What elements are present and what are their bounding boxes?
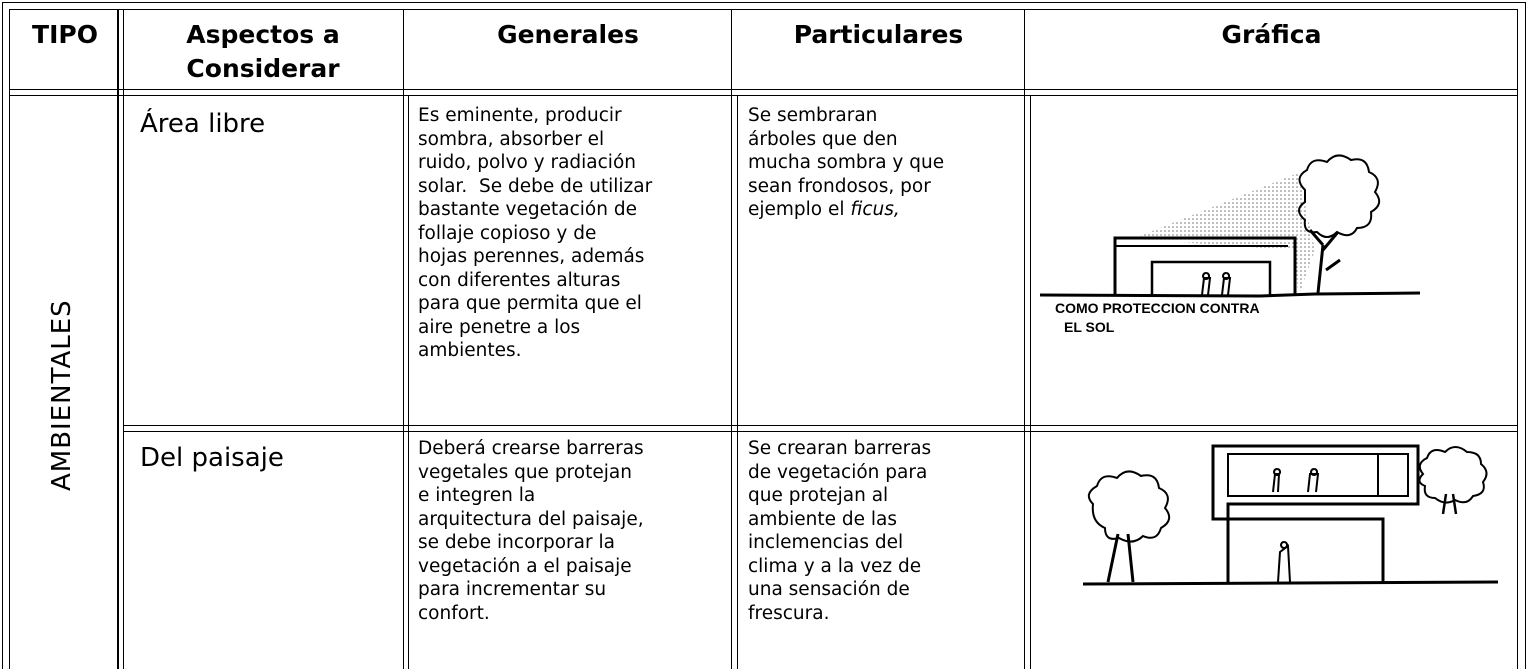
row2-generales-line: se debe incorporar la	[418, 532, 615, 553]
row2-particulares-line: de vegetación para	[748, 461, 928, 483]
row2-generales-line: e integren la	[418, 485, 536, 506]
row1-particulares-line: mucha sombra y que	[748, 152, 945, 173]
header-grafica: Gráfica	[1221, 20, 1322, 49]
row1-generales-line: Es eminente, producir	[418, 105, 622, 126]
row2-particulares: Se crearan barreras de vegetación para q…	[748, 437, 1020, 625]
row2-aspecto: Del paisaje	[140, 443, 284, 473]
row1-generales-line: para que permita que el	[418, 293, 642, 314]
grid-v-end	[1517, 9, 1518, 669]
tipo-label: AMBIENTALES	[47, 299, 77, 491]
row2-generales-line: vegetales que protejan	[418, 461, 632, 483]
col-divider-1	[117, 9, 119, 669]
row1-generales-line: ruido, polvo y radiación	[418, 152, 636, 173]
grid-v0	[9, 9, 10, 669]
grid-h0	[9, 9, 1518, 10]
row2-particulares-line: que protejan al	[748, 485, 889, 506]
row2-particulares-line: una sensación de	[748, 579, 910, 600]
table-border-top	[2, 2, 1526, 3]
table-border-right	[1525, 2, 1526, 669]
row1-particulares-line: Se sembraran	[748, 105, 878, 126]
row2-particulares-line: inclemencias del	[748, 532, 904, 553]
row1-bottom-2	[123, 431, 1518, 432]
row2-generales-line: confort.	[418, 602, 490, 624]
row2-generales-line: vegetación a el paisaje	[418, 555, 632, 577]
sun-drawing-caption-2: EL SOL	[1064, 319, 1115, 335]
row1-generales-line: aire penetre a los	[418, 316, 581, 338]
sun-protection-drawing: COMO PROTECCION CONTRA EL SOL	[1040, 154, 1421, 335]
row1-aspecto: Área libre	[140, 109, 266, 139]
header-bottom-2	[9, 95, 1518, 96]
header-particulares: Particulares	[793, 20, 964, 49]
col-divider-3	[731, 9, 732, 669]
row1-particulares-line: sean frondosos, por	[748, 175, 931, 197]
landscape-barrier-drawing	[1082, 444, 1499, 586]
row1-generales-line: solar. Se debe de utilizar	[418, 175, 653, 197]
row1-particulares-last: ejemplo el ficus,	[748, 198, 1020, 222]
header-generales: Generales	[497, 20, 639, 49]
row2-particulares-line: ambiente de las	[748, 508, 897, 530]
row1-generales-line: bastante vegetación de	[418, 199, 637, 220]
header-aspectos-line2: Considerar	[186, 54, 340, 83]
row1-particulares-prefix: ejemplo el	[748, 199, 851, 220]
row2-particulares-line: frescura.	[748, 602, 830, 624]
col-divider-4	[1024, 9, 1025, 669]
col-divider-2	[403, 9, 404, 669]
row1-generales: Es eminente, producir sombra, absorber e…	[418, 104, 728, 363]
col-divider-2b	[408, 95, 409, 669]
row1-generales-line: hojas perennes, además	[418, 246, 645, 267]
col-divider-1b	[123, 9, 124, 669]
row2-generales: Deberá crearse barreras vegetales que pr…	[418, 437, 728, 625]
table-border-left	[2, 2, 3, 669]
col-divider-3b	[737, 95, 738, 669]
row2-generales-line: Deberá crearse barreras	[418, 438, 644, 459]
row1-particulares: Se sembraran árboles que den mucha sombr…	[748, 104, 1020, 222]
row1-generales-line: follaje copioso y de	[418, 222, 597, 244]
row1-particulares-line: árboles que den	[748, 128, 898, 150]
row1-generales-line: ambientes.	[418, 340, 522, 361]
row1-generales-line: sombra, absorber el	[418, 128, 605, 150]
col-divider-4b	[1030, 95, 1031, 669]
row1-generales-line: con diferentes alturas	[418, 269, 621, 291]
header-aspectos: Aspectos a Considerar	[125, 18, 401, 86]
row2-particulares-line: clima y a la vez de	[748, 555, 922, 577]
row1-bottom	[123, 425, 1518, 426]
row2-particulares-line: Se crearan barreras	[748, 438, 932, 459]
header-bottom	[9, 89, 1518, 90]
sun-drawing-caption-1: COMO PROTECCION CONTRA	[1055, 300, 1260, 316]
row1-particulares-italic: ficus,	[850, 199, 900, 220]
row2-generales-line: arquitectura del paisaje,	[418, 508, 644, 530]
header-tipo: TIPO	[32, 20, 98, 49]
header-aspectos-line1: Aspectos a	[186, 20, 340, 49]
row2-generales-line: para incrementar su	[418, 579, 607, 600]
